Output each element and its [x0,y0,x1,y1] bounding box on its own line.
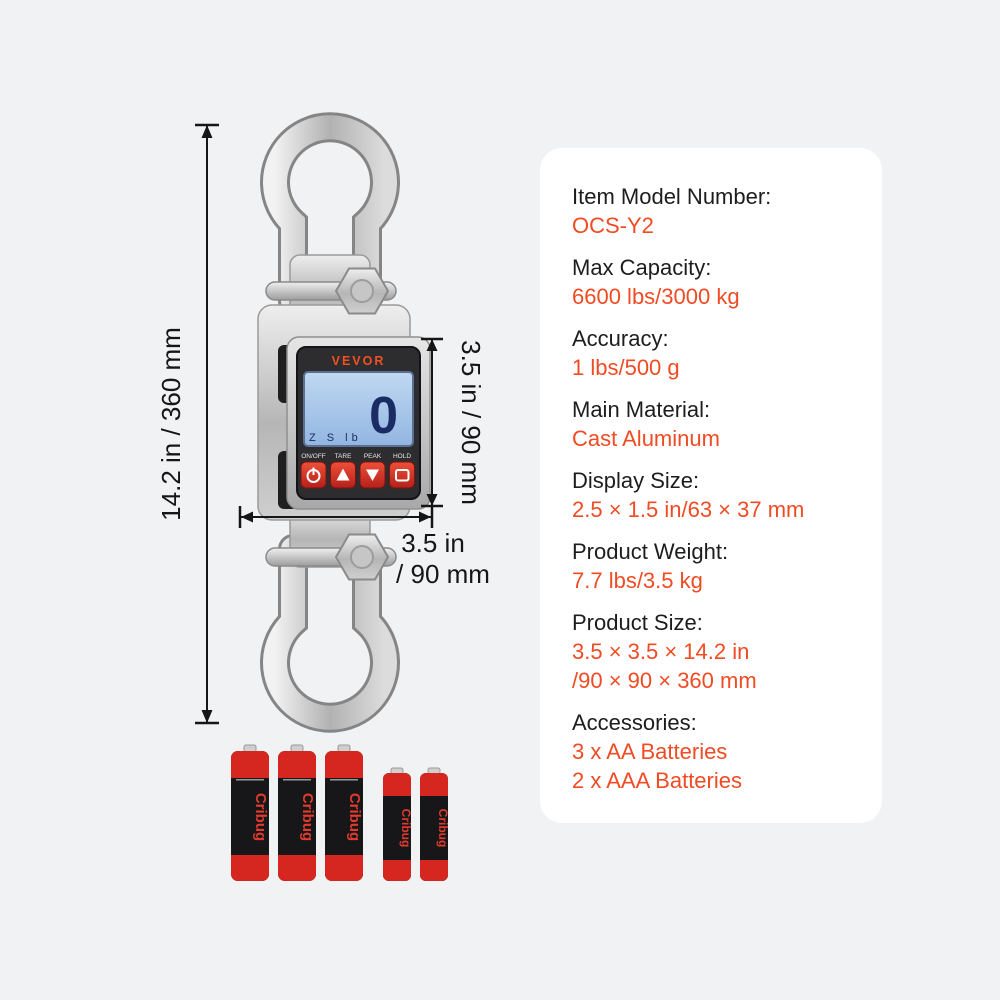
spec-label: Max Capacity: [572,255,712,280]
overall-height-label: 14.2 in / 360 mm [156,327,186,521]
spec-row-material: Main Material: Cast Aluminum [572,395,850,453]
spec-value: 6600 lbs/3000 kg [572,284,740,309]
product-illustration: Cribug Cribug 14.2 in / 360 mm [156,112,490,882]
aa-battery [230,744,270,882]
spec-value: 3 x AA Batteries [572,739,728,764]
button-label-onoff: ON/OFF [301,453,326,460]
spec-label: Product Weight: [572,539,729,564]
aaa-battery [382,767,414,882]
spec-value: /90 × 90 × 360 mm [572,668,757,693]
spec-row-product-size: Product Size: 3.5 × 3.5 × 14.2 in /90 × … [572,608,850,695]
bottom-pin [265,533,397,581]
spec-row-capacity: Max Capacity: 6600 lbs/3000 kg [572,253,850,311]
spec-value: Cast Aluminum [572,426,720,451]
lcd-indicators: Z S lb [309,432,362,444]
up-arrow-icon [336,468,350,481]
spec-row-accuracy: Accuracy: 1 lbs/500 g [572,324,850,382]
hold-button [389,461,415,489]
peak-button [359,461,386,489]
aa-battery [277,744,317,882]
button-label-hold: HOLD [393,453,411,460]
display-height-label: 3.5 in / 90 mm [456,340,486,505]
tare-button [330,461,356,489]
spec-label: Item Model Number: [572,184,772,209]
top-pin [265,267,397,315]
overall-height-dimension: 14.2 in / 360 mm [156,123,219,725]
spec-row-accessories: Accessories: 3 x AA Batteries 2 x AAA Ba… [572,708,850,795]
aaa-battery [419,767,451,882]
spec-label: Accuracy: [572,326,669,351]
bottom-shackle [260,534,400,733]
spec-row-display-size: Display Size: 2.5 × 1.5 in/63 × 37 mm [572,466,850,524]
spec-value: 2 x AAA Batteries [572,768,742,793]
brand-logo: VEVOR [332,354,386,368]
spec-row-weight: Product Weight: 7.7 lbs/3.5 kg [572,537,850,595]
spec-label: Product Size: [572,610,703,635]
batteries-group [230,744,451,882]
power-button [300,461,327,489]
display-width-label-line2: / 90 mm [396,559,490,589]
hold-icon [395,469,410,482]
display-width-dimension: 3.5 in / 90 mm [238,506,490,589]
lcd-value: 0 [369,387,398,445]
spec-value: OCS-Y2 [572,213,654,238]
spec-row-model: Item Model Number: OCS-Y2 [572,182,850,240]
spec-label: Accessories: [572,710,697,735]
lcd-screen [303,371,414,447]
display-height-dimension: 3.5 in / 90 mm [421,337,486,508]
spec-value: 1 lbs/500 g [572,355,680,380]
spec-label: Display Size: [572,468,700,493]
top-shackle [260,112,400,316]
power-icon [306,467,321,483]
display-width-label-line1: 3.5 in [401,528,465,558]
button-label-peak: PEAK [364,453,382,460]
down-arrow-icon [366,469,379,481]
spec-label: Main Material: [572,397,711,422]
spec-value: 2.5 × 1.5 in/63 × 37 mm [572,497,805,522]
spec-card: Item Model Number: OCS-Y2 Max Capacity: … [540,148,882,823]
display-module: VEVOR 0 Z S lb ON/OFF TARE PEAK HOLD [286,336,431,510]
button-label-tare: TARE [335,453,353,460]
spec-value: 3.5 × 3.5 × 14.2 in [572,639,750,664]
aa-battery [324,744,364,882]
spec-value: 7.7 lbs/3.5 kg [572,568,703,593]
